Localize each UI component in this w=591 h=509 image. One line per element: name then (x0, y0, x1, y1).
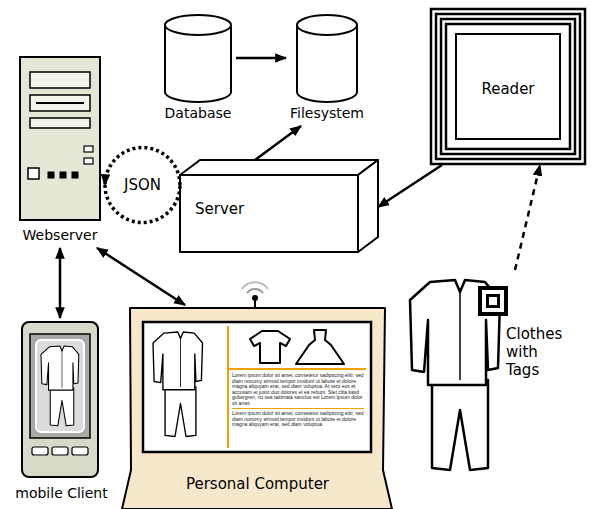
box-top (180, 160, 378, 175)
connector (378, 165, 442, 207)
drive-bay (30, 118, 90, 128)
server-node: Server (180, 160, 378, 252)
connector (97, 248, 185, 305)
database-node: Database (160, 12, 236, 126)
rfid-tag (489, 297, 497, 305)
node-label: Clothes with Tags (506, 325, 572, 379)
screen-text: Lorem ipsum dolor sit amet, consetetur s… (232, 373, 364, 406)
mobile-phone (22, 322, 98, 477)
power-button (28, 168, 39, 179)
phone-screen (30, 334, 90, 438)
signal-arc (247, 289, 263, 293)
connector (255, 126, 301, 160)
personal-computer (122, 282, 392, 509)
coil-loop (436, 14, 580, 159)
drive-slot (36, 102, 84, 104)
connector (515, 165, 540, 270)
led (72, 172, 78, 178)
node-label: Webserver (23, 227, 98, 244)
cylinder-body (297, 25, 357, 102)
button (84, 158, 93, 164)
filesystem-node: Filesystem (286, 12, 368, 126)
monitor-screen (143, 322, 371, 452)
tower-case (20, 57, 100, 220)
antenna (254, 300, 256, 308)
rfid-tag (478, 286, 508, 316)
reader-face (456, 34, 560, 139)
antenna (252, 295, 258, 301)
node-label: Reader (481, 80, 534, 98)
divider (228, 368, 366, 370)
clothes-figure (410, 280, 508, 470)
box-side (358, 160, 378, 252)
reader-node: Reader (430, 8, 586, 165)
cylinder-top (165, 15, 231, 35)
phone-key (32, 447, 48, 455)
node-label: Filesystem (290, 105, 364, 122)
tshirt-icon (250, 331, 290, 363)
server-box (180, 160, 378, 252)
phone-key (72, 447, 88, 455)
monitor-bezel (122, 308, 392, 509)
reader-antenna (431, 9, 585, 164)
button (84, 146, 93, 152)
divider (227, 326, 229, 448)
node-label: Server (195, 200, 244, 218)
coil-loop (441, 19, 575, 154)
coil-loop (446, 24, 570, 149)
webserver-node: Webserver (15, 55, 105, 248)
node-label: Personal Computer (186, 475, 329, 493)
rfid-tag (482, 290, 504, 312)
drive-bay (30, 72, 90, 88)
database-cylinder (165, 15, 231, 102)
edge-label: JSON (122, 176, 163, 194)
box-front (180, 175, 358, 252)
webserver-tower (20, 57, 100, 220)
connector (236, 57, 286, 60)
led (60, 172, 66, 178)
outfit-icon (153, 332, 203, 437)
filesystem-cylinder (297, 15, 357, 102)
rfid-tag (486, 294, 500, 308)
clothes-node: Clothes with Tags (405, 270, 585, 472)
cylinder-top (297, 15, 357, 35)
connector (59, 248, 62, 318)
node-label: Database (165, 105, 232, 122)
cylinder-body (165, 25, 231, 102)
outfit-icon (41, 346, 79, 426)
node-label: mobile Client (15, 485, 107, 502)
phone-key (52, 447, 68, 455)
screen-card (36, 340, 84, 432)
dress-icon (296, 330, 344, 364)
phone-body (22, 322, 98, 477)
coil-loop (431, 9, 585, 164)
screen-text: Lorem ipsum dolor sit amet, consetetur s… (232, 408, 364, 428)
signal-arc (242, 282, 268, 289)
mobile-node: mobile Client (3, 318, 120, 508)
drive-bay (30, 95, 90, 111)
led (48, 172, 54, 178)
computer-node: Personal Computer (125, 305, 390, 509)
